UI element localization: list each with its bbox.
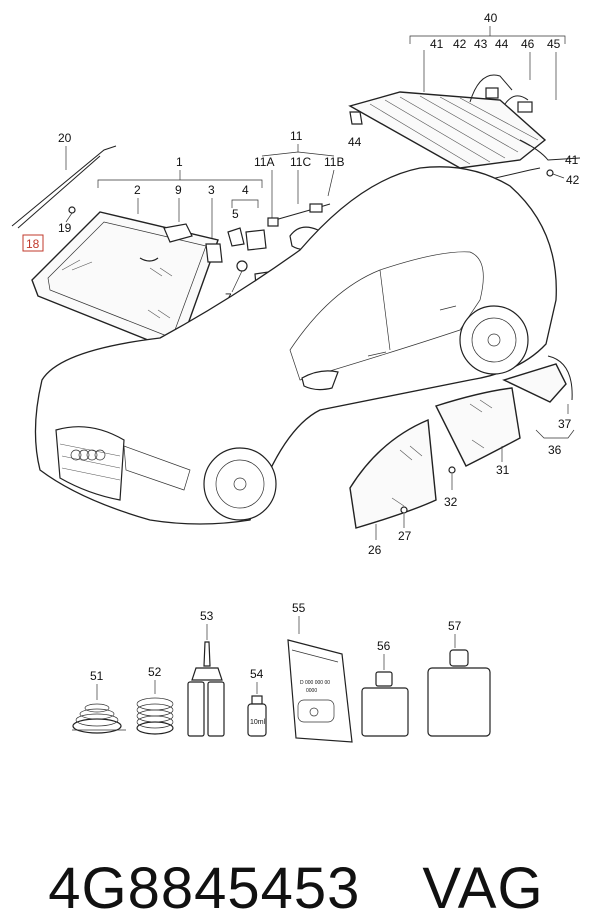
callout-37: 37 (558, 417, 572, 431)
callout-42-right: 42 (566, 173, 580, 187)
bottle-volume-label: 10ml (250, 719, 266, 726)
callout-52: 52 (148, 665, 162, 679)
kit-text-line2: 0000 (306, 688, 317, 694)
adhesive-cartridge-53 (187, 641, 225, 737)
accessories-row: 51 52 53 54 (72, 601, 491, 743)
rear-window-glass (348, 91, 547, 169)
callout-41-right: 41 (565, 153, 579, 167)
callout-11a: 11A (254, 155, 274, 169)
quarter-glass (502, 363, 567, 403)
part-number: 4G8845453 (48, 856, 361, 921)
callout-56: 56 (377, 639, 391, 653)
callout-9: 9 (175, 183, 182, 197)
callout-40: 40 (484, 11, 498, 25)
callout-3: 3 (208, 183, 215, 197)
parts-diagram: 40 41 42 43 44 46 45 41 42 43 44 (11, 11, 581, 743)
sealing-cord-roll-52 (136, 697, 174, 735)
cleaner-bottle-56 (361, 671, 409, 737)
callout-42-top: 42 (453, 37, 467, 51)
callout-51: 51 (90, 669, 104, 683)
callout-18: 18 (26, 237, 40, 251)
callout-27: 27 (398, 529, 412, 543)
callout-46: 46 (521, 37, 535, 51)
callout-44-top: 44 (495, 37, 509, 51)
car-body (34, 166, 557, 525)
primer-bottle-54: 10ml (247, 695, 267, 737)
callout-5: 5 (232, 207, 239, 221)
callout-41-top: 41 (430, 37, 444, 51)
sealing-cord-roll-51 (72, 703, 126, 734)
callout-32: 32 (444, 495, 458, 509)
callout-44-left: 44 (348, 135, 362, 149)
callout-19: 19 (58, 221, 72, 235)
sensor-group: 11 11A 11C 11B 17 16 (254, 129, 350, 273)
callout-11b: 11B (324, 155, 344, 169)
callout-54: 54 (250, 667, 264, 681)
callout-31: 31 (496, 463, 510, 477)
callout-36: 36 (548, 443, 562, 457)
callout-57: 57 (448, 619, 462, 633)
callout-20: 20 (58, 131, 72, 145)
windshield-glass (31, 211, 219, 353)
callout-55: 55 (292, 601, 306, 615)
callout-4: 4 (242, 183, 249, 197)
repair-kit-55: D 000 000 00 0000 (287, 639, 353, 743)
callout-1: 1 (176, 155, 183, 169)
footer: 4G8845453 VAG (14, 788, 594, 921)
callout-43-top: 43 (474, 37, 488, 51)
callout-53: 53 (200, 609, 214, 623)
door-glass-group: 26 27 31 32 37 36 (349, 355, 575, 557)
activator-bottle-57 (427, 649, 491, 737)
callout-26: 26 (368, 543, 382, 557)
kit-text-line1: D 000 000 00 (300, 680, 330, 686)
callout-45: 45 (547, 37, 561, 51)
callout-11: 11 (290, 129, 303, 143)
rear-glass-group: 40 41 42 43 44 46 45 41 42 43 44 (348, 11, 581, 208)
brand-name: VAG (422, 856, 544, 921)
front-door-glass (349, 418, 437, 529)
callout-11c: 11C (290, 155, 311, 169)
callout-2: 2 (134, 183, 141, 197)
rear-door-glass (435, 387, 521, 467)
